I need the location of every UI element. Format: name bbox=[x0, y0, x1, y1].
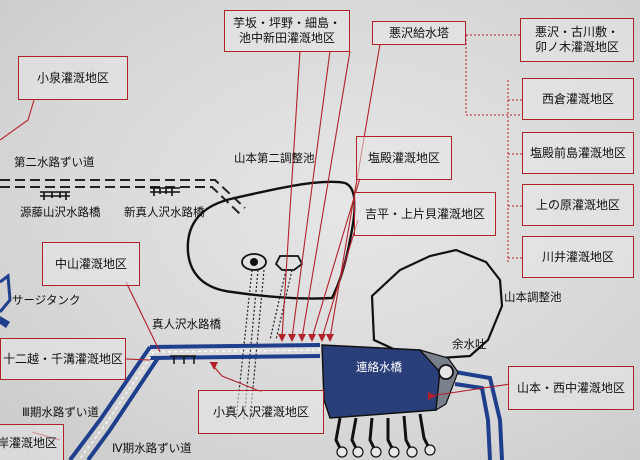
junikoshi-district-box: 十二越・千溝灌漑地区 bbox=[0, 338, 126, 380]
surge-tank-label: サージタンク bbox=[12, 293, 81, 307]
nakayama-district-box: 中山灌漑地区 bbox=[42, 242, 140, 286]
renraku-bridge-label: 連絡水橋 bbox=[356, 360, 402, 374]
yamamoto-nishinaka-district-box: 山本・西中灌漑地区 bbox=[508, 366, 634, 410]
intake-right-icon bbox=[274, 255, 304, 271]
shiodono-district-box: 塩殿灌漑地区 bbox=[356, 136, 452, 180]
yamamoto-second-pond-label: 山本第二調整池 bbox=[234, 151, 315, 165]
intake-left-icon bbox=[241, 253, 267, 271]
shinmahito-bridge-label: 新真人沢水路橋 bbox=[124, 205, 205, 219]
mahito-bridge-label: 真人沢水路橋 bbox=[152, 317, 221, 331]
surge-tank-icon bbox=[0, 273, 12, 313]
yamamoto-second-pond-shape bbox=[186, 180, 356, 300]
kawai-district-box: 川井灌漑地区 bbox=[522, 236, 634, 278]
komahito-district-box: 小真人沢灌漑地区 bbox=[198, 390, 324, 434]
tower-dotted-connectors bbox=[465, 34, 522, 262]
kamikihara-district-box: 上の原灌漑地区 bbox=[522, 184, 634, 226]
leader-lines bbox=[0, 43, 511, 441]
akuzawa-district-box: 悪沢・古川敷・ 卯ノ木灌漑地区 bbox=[520, 18, 634, 62]
spillway-label: 余水吐 bbox=[452, 337, 487, 351]
yamamoto-pond-label: 山本調整池 bbox=[504, 290, 562, 304]
outflow-pipes bbox=[334, 413, 432, 453]
main-conduit bbox=[68, 343, 504, 460]
yoshihira-district-box: 吉平・上片貝灌漑地区 bbox=[354, 192, 496, 236]
left-bottom-district-box: 岸灌漑地区 bbox=[0, 424, 64, 460]
akuzawa-tower-box: 悪沢給水塔 bbox=[372, 21, 466, 45]
mahito-bridge-icon bbox=[170, 355, 196, 364]
third-tunnel-label: Ⅲ期水路ずい道 bbox=[22, 405, 99, 419]
second-tunnel-label: 第二水路ずい道 bbox=[14, 155, 95, 169]
minamoto-bridge-icon bbox=[40, 191, 70, 200]
minamoto-bridge-label: 源藤山沢水路橋 bbox=[20, 205, 101, 219]
renraku-bridge-structure bbox=[321, 344, 441, 419]
spillway-icon bbox=[438, 364, 454, 380]
fourth-tunnel-label: Ⅳ期水路ずい道 bbox=[112, 441, 192, 455]
shiodono-mae-district-box: 塩殿前島灌漑地区 bbox=[522, 132, 634, 174]
koizumi-district-box: 小泉灌漑地区 bbox=[18, 56, 128, 100]
nishikura-district-box: 西倉灌漑地区 bbox=[522, 78, 634, 120]
shinmahito-bridge-icon bbox=[150, 187, 180, 196]
imosaka-district-box: 芋坂・坪野・細島・ 池中新田灌漑地区 bbox=[224, 10, 350, 52]
